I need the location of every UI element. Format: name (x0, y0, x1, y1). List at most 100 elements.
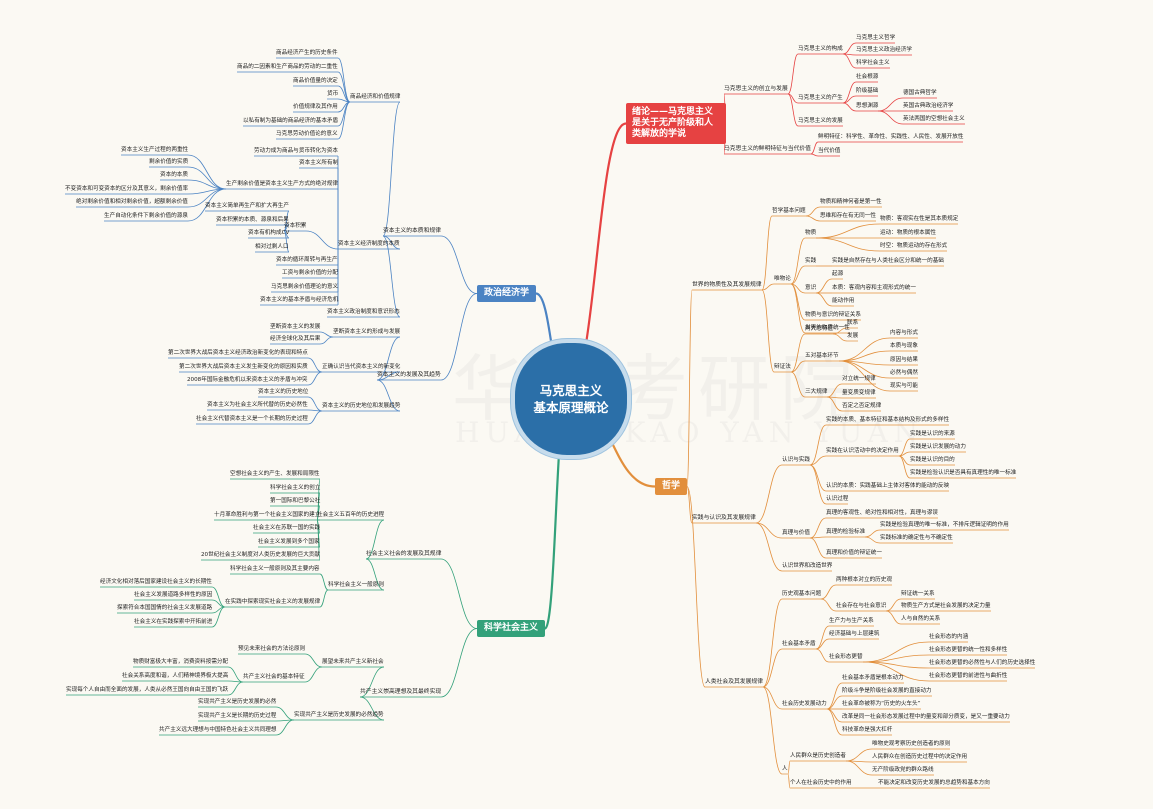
node-s2b[interactable]: 实现共产主义是历史发展的必然趋势 (294, 712, 384, 718)
node-p3d1a[interactable]: 唯物史观考察历史创造者的原则 (872, 741, 951, 747)
node-s1a5[interactable]: 社会主义在苏联一国的实践 (253, 525, 321, 531)
node-p2a2b[interactable]: 实践是认识发展的动力 (910, 444, 966, 450)
node-e1b8[interactable]: 资本主义的基本矛盾与经济危机 (260, 297, 339, 303)
node-s2b3[interactable]: 共产主义远大理想与中国特色社会主义共同理想 (159, 727, 277, 733)
branch-socialism[interactable]: 科学社会主义 (477, 620, 546, 637)
node-e1a7[interactable]: 马克思劳动价值论的意义 (276, 131, 338, 137)
node-p1c2a[interactable]: 内容与形式 (890, 330, 918, 336)
node-p1c3a[interactable]: 对立统一规律 (842, 376, 876, 382)
node-s1a[interactable]: 社会主义五百年的历史进程 (317, 512, 385, 518)
node-p2b3[interactable]: 真理和价值的辩证统一 (826, 550, 882, 556)
node-p3a2[interactable]: 社会存在与社会意识 (836, 603, 887, 609)
node-p1c[interactable]: 辩证法 (774, 364, 791, 370)
node-i1a1[interactable]: 马克思主义哲学 (856, 35, 896, 41)
node-p3a2c[interactable]: 人与自然的关系 (901, 616, 941, 622)
node-i1b2[interactable]: 阶级基础 (856, 88, 879, 94)
node-p1b1[interactable]: 物质 (805, 230, 817, 236)
node-e1b3d[interactable]: 不变资本和可变资本的区分及其意义，剩余价值率 (65, 186, 189, 192)
node-p2a4[interactable]: 认识过程 (826, 496, 849, 502)
node-p3c3[interactable]: 社会革命被称为“历史的火车头” (842, 701, 921, 707)
node-i1b3a[interactable]: 德国古典哲学 (903, 90, 937, 96)
node-e1b3a[interactable]: 资本主义生产过程的两重性 (121, 147, 189, 153)
branch-philosophy[interactable]: 哲学 (655, 478, 688, 495)
node-e1b3e[interactable]: 绝对剩余价值和相对剩余价值，超额剩余价值 (76, 199, 188, 205)
node-p3b3c[interactable]: 社会形态更替的必然性与人们的历史选择性 (929, 660, 1036, 666)
node-p1b4[interactable]: 物质与意识的辩证关系 (805, 312, 861, 318)
node-s2b2[interactable]: 实现共产主义是长期的历史过程 (198, 713, 277, 719)
node-p1b2a[interactable]: 实践是自然存在与人类社会区分和统一的基础 (832, 258, 944, 264)
node-p3b1[interactable]: 生产力与生产关系 (829, 618, 874, 624)
node-s2a2a[interactable]: 物质财富极大丰富，消费资料按需分配 (133, 659, 229, 665)
node-e1b7[interactable]: 马克思剩余价值理论的意义 (271, 284, 339, 290)
node-e2c[interactable]: 资本主义的历史地位和发展趋势 (322, 403, 401, 409)
node-e2a2[interactable]: 经济全球化及其后果 (270, 336, 321, 342)
node-e1[interactable]: 资本主义的本质和规律 (383, 228, 441, 234)
node-e1a2[interactable]: 商品的二因素和生产商品的劳动的二重性 (237, 64, 338, 70)
node-i1a[interactable]: 马克思主义的构成 (798, 46, 843, 52)
node-e1b3f[interactable]: 生产自动化条件下剩余价值的源泉 (104, 213, 188, 219)
node-i1c[interactable]: 马克思主义的发展 (798, 118, 843, 124)
node-e2b[interactable]: 正确认识当代资本主义的新变化 (322, 364, 401, 370)
node-p3b[interactable]: 社会基本矛盾 (782, 641, 816, 647)
node-p2c[interactable]: 认识世界和改造世界 (782, 563, 833, 569)
node-i1a2[interactable]: 马克思主义政治经济学 (856, 47, 912, 53)
node-e1b[interactable]: 资本主义经济制度的本质 (338, 241, 400, 247)
branch-intro[interactable]: 绪论——马克思主义是关于无产阶级和人类解放的学说 (626, 103, 726, 144)
node-e1a4[interactable]: 货币 (327, 91, 339, 97)
node-p1[interactable]: 世界的物质性及其发展规律 (692, 282, 762, 288)
node-i1b1[interactable]: 社会根源 (856, 74, 879, 80)
node-p2a3[interactable]: 认识的本质：实践基础上主体对客体的能动的反映 (826, 483, 950, 489)
node-e1b4a[interactable]: 资本主义简单再生产和扩大再生产 (205, 203, 289, 209)
node-s2a[interactable]: 展望未来共产主义新社会 (322, 659, 384, 665)
node-e2a1[interactable]: 垄断资本主义的发展 (270, 324, 321, 330)
node-p2a2a[interactable]: 实践是认识的来源 (910, 431, 955, 437)
node-e1b4c[interactable]: 资本有机构成CV (248, 230, 290, 236)
central-topic[interactable]: 马克思主义 基本原理概论 (511, 339, 631, 459)
node-p3a1[interactable]: 两种根本对立的历史观 (836, 577, 892, 583)
node-i1a3[interactable]: 科学社会主义 (856, 60, 890, 66)
node-p1c2e[interactable]: 现实与可能 (890, 383, 918, 389)
node-p1a1[interactable]: 物质和精神何者是第一性 (820, 199, 882, 205)
node-s1b2a[interactable]: 经济文化相对落后国家建设社会主义的长期性 (100, 579, 212, 585)
node-p3c1[interactable]: 社会基本矛盾是根本动力 (842, 675, 904, 681)
node-p1b1c[interactable]: 时空：物质运动的存在形式 (880, 243, 948, 249)
node-i2a[interactable]: 鲜明特征：科学性、革命性、实践性、人民性、发展开放性 (818, 134, 964, 140)
node-p3[interactable]: 人类社会及其发展规律 (705, 679, 763, 685)
node-p3c5[interactable]: 科技革命是强大杠杆 (842, 727, 893, 733)
node-e1b4d[interactable]: 相对过剩人口 (255, 244, 289, 250)
node-s1b2b[interactable]: 社会主义发展道路多样性的原因 (134, 592, 213, 598)
node-p2a[interactable]: 认识与实践 (782, 457, 810, 463)
node-p3b3[interactable]: 社会形态更替 (829, 654, 863, 660)
node-s1[interactable]: 社会主义社会的发展及其规律 (366, 551, 442, 557)
node-s1b1[interactable]: 科学社会主义一般原则及其主要内容 (230, 566, 320, 572)
node-p1c1a[interactable]: 联系 (847, 320, 859, 326)
node-e1a5[interactable]: 价值规律及其作用 (293, 104, 338, 110)
node-p3b3b[interactable]: 社会形态更替的统一性和多样性 (929, 647, 1008, 653)
node-p2b2a[interactable]: 实践是检验真理的唯一标准，不排斥逻辑证明的作用 (880, 522, 1009, 528)
node-p1b3b[interactable]: 本质：客观内容和主观形式的统一 (832, 285, 916, 291)
node-s2[interactable]: 共产主义崇高理想及其最终实现 (360, 689, 442, 695)
node-i2b[interactable]: 当代价值 (818, 148, 841, 154)
node-p3d[interactable]: 人 (782, 766, 788, 772)
node-p1c3b[interactable]: 量变质变规律 (842, 390, 876, 396)
node-e1b2[interactable]: 资本主义所有制 (299, 160, 339, 166)
node-p3a2a[interactable]: 辩证统一关系 (901, 591, 935, 597)
node-p3b3a[interactable]: 社会形态的内涵 (929, 634, 969, 640)
node-p3d2[interactable]: 个人在社会历史中的作用 (790, 780, 852, 786)
node-s1b2d[interactable]: 社会主义在实践探索中开拓前进 (134, 619, 213, 625)
node-p1a2[interactable]: 思维和存在有无同一性 (820, 213, 876, 219)
node-p1a[interactable]: 哲学基本问题 (772, 208, 806, 214)
node-p3a[interactable]: 历史观基本问题 (782, 591, 822, 597)
node-e1b4b[interactable]: 资本积累的本质、源泉和后果 (216, 217, 289, 223)
node-p2b1[interactable]: 真理的客观性、绝对性和相对性，真理与谬误 (826, 510, 938, 516)
node-p1c3c[interactable]: 否定之否定规律 (842, 403, 882, 409)
node-p1b3c[interactable]: 能动作用 (832, 298, 855, 304)
node-p1b3a[interactable]: 起源 (832, 271, 844, 277)
node-p3a2b[interactable]: 物质生产方式是社会发展的决定力量 (901, 603, 991, 609)
node-e2b3[interactable]: 2008年国际金融危机以来资本主义的矛盾与冲突 (187, 377, 308, 383)
node-e2c3[interactable]: 社会主义代替资本主义是一个长期的历史过程 (196, 416, 308, 422)
node-e1a3[interactable]: 商品价值量的决定 (293, 78, 338, 84)
node-e1a[interactable]: 商品经济和价值规律 (350, 94, 401, 100)
node-i2[interactable]: 马克思主义的鲜明特征与当代价值 (724, 146, 811, 152)
node-p1c2b[interactable]: 本质与现象 (890, 343, 918, 349)
